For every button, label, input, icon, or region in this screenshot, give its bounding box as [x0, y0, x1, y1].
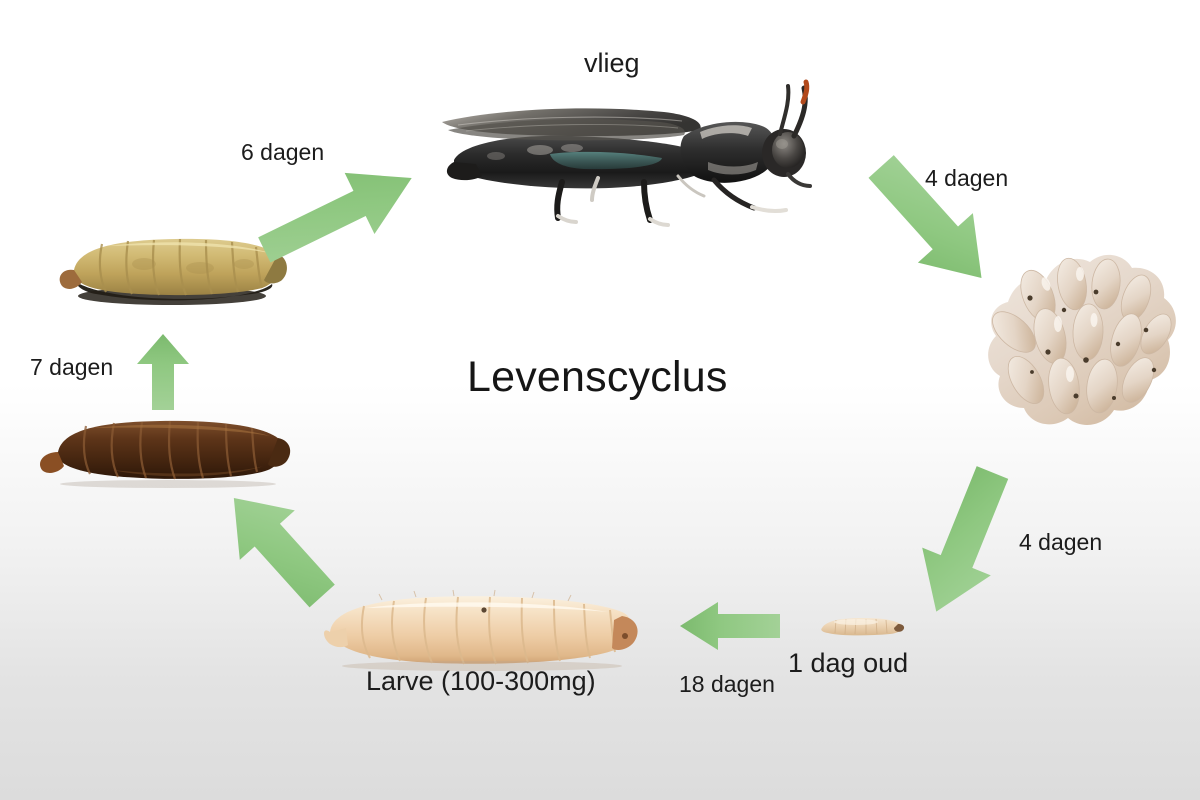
organism-prepupa	[32, 408, 294, 492]
stage-label-larva: Larve (100-300mg)	[366, 666, 596, 696]
page-title: Levenscyclus	[467, 353, 728, 401]
arrow-fly-to-eggs	[852, 155, 1012, 288]
arrow-larva-to-prepupa	[208, 482, 348, 612]
organism-egg-cluster	[968, 240, 1184, 452]
stage-label-fly: vlieg	[584, 48, 640, 78]
arrow-pupa-to-fly	[250, 158, 426, 270]
duration-label-prepupa-to-pupa: 7 dagen	[30, 354, 114, 380]
duration-label-neonate-to-larva: 18 dagen	[679, 671, 775, 697]
arrow-prepupa-to-pupa	[132, 330, 194, 414]
organism-mature-larva	[316, 586, 646, 672]
duration-label-eggs-to-neonate: 4 dagen	[1019, 529, 1103, 555]
organism-pupa	[52, 228, 290, 316]
stage-label-neonate: 1 dag oud	[788, 648, 909, 678]
arrow-eggs-to-neonate	[884, 466, 1044, 612]
arrow-neonate-to-larva	[676, 600, 784, 652]
duration-label-fly-to-eggs: 4 dagen	[925, 165, 1009, 191]
duration-label-pupa-to-fly: 6 dagen	[241, 139, 325, 165]
organism-black-soldier-fly	[432, 78, 812, 228]
organism-neonate-larva	[816, 612, 908, 642]
